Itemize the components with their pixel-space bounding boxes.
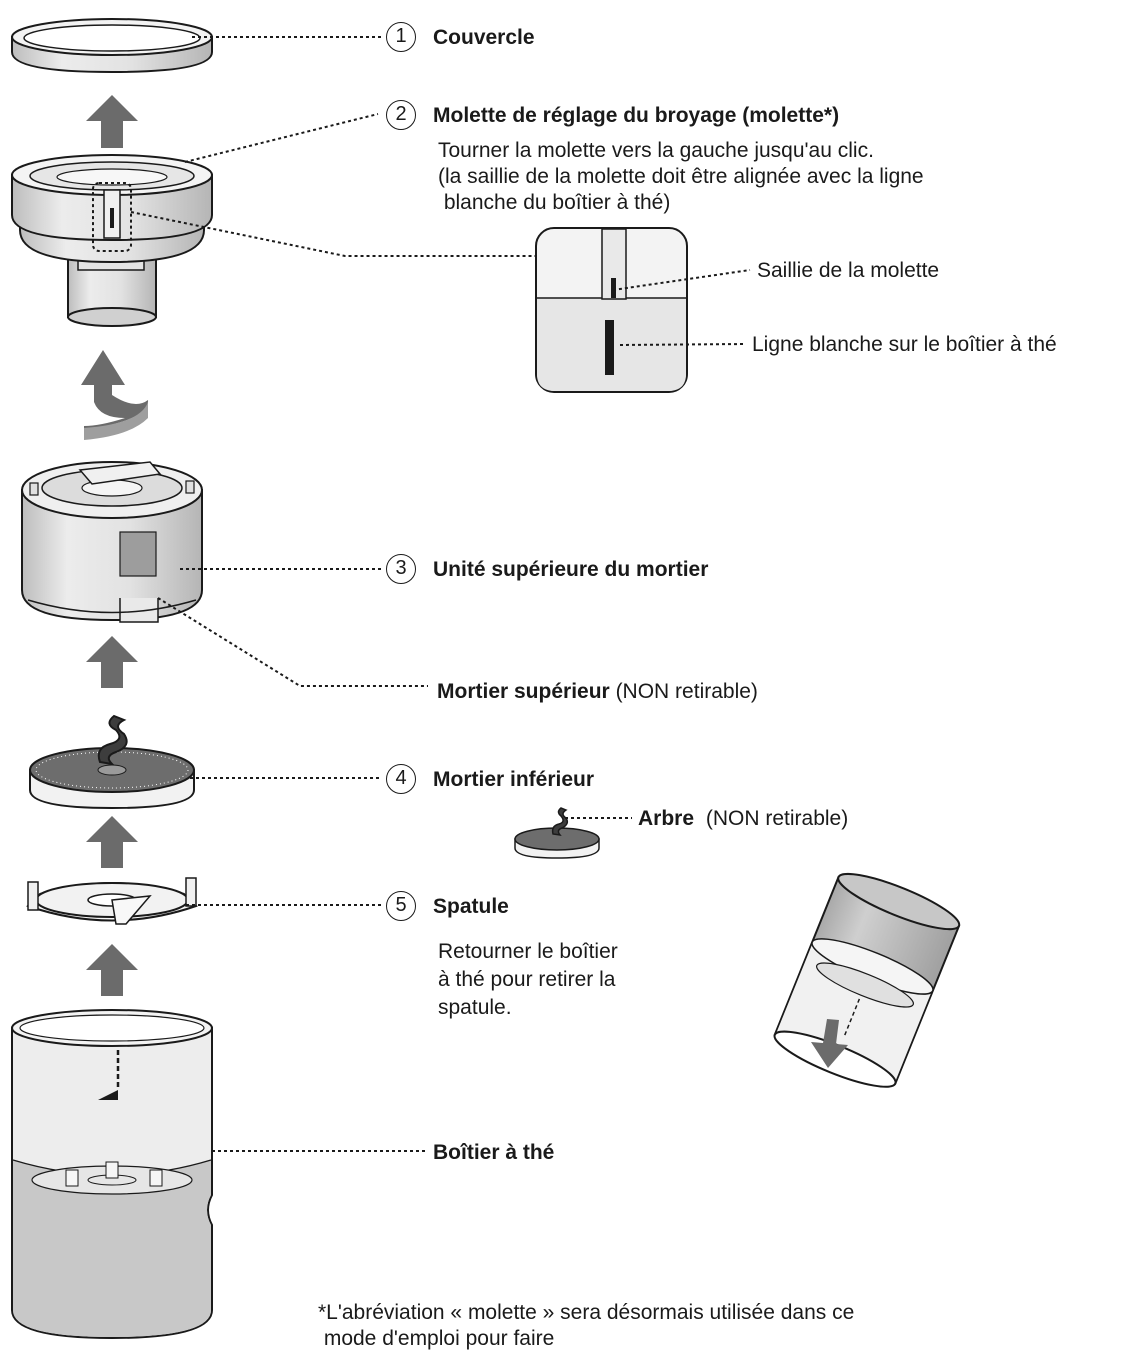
lid-illustration <box>11 18 213 74</box>
footnote-line: *L'abréviation « molette » sera désormai… <box>318 1301 855 1324</box>
callout-shaft: Arbre (NON retirable) <box>638 806 848 832</box>
lower-mortar-small-illustration <box>514 807 600 859</box>
callout-upper-mortar-note: (NON retirable) <box>615 680 758 703</box>
dial-note-line: (la saillie de la molette doit être alig… <box>438 165 924 188</box>
part-label-spatula: Spatule <box>433 895 509 918</box>
callout-tea-case: Boîtier à thé <box>433 1141 555 1164</box>
dial-alignment-inset <box>535 227 688 393</box>
callout-white-line: Ligne blanche sur le boîtier à thé <box>752 333 1057 356</box>
part-number-badge: 2 <box>386 100 416 130</box>
lower-mortar-illustration <box>29 714 195 810</box>
spatula-note-line: spatule. <box>438 996 512 1019</box>
spatula-illustration <box>26 877 198 925</box>
part-label-dial: Molette de réglage du broyage (molette*) <box>433 104 840 127</box>
callout-upper-mortar-name: Mortier supérieur <box>437 680 610 703</box>
part-label-upper-mortar-unit: Unité supérieure du mortier <box>433 558 709 581</box>
callout-shaft-name: Arbre <box>638 807 695 830</box>
down-arrow-icon <box>811 1019 848 1068</box>
dial-note-line: blanche du boîtier à thé) <box>438 191 671 214</box>
leader-lines <box>130 36 751 1152</box>
rotate-arrow-icon <box>81 350 149 440</box>
up-arrow-icon <box>86 816 138 868</box>
up-arrow-icon <box>86 944 138 996</box>
callout-shaft-note: (NON retirable) <box>705 807 849 830</box>
part-number-badge: 5 <box>386 891 416 921</box>
part-label-lower-mortar: Mortier inférieur <box>433 768 595 791</box>
spatula-note-line: Retourner le boîtier <box>438 940 618 963</box>
part-number-badge: 3 <box>386 554 416 584</box>
part-number-badge: 4 <box>386 764 416 794</box>
tilted-tea-case-illustration <box>773 872 961 1088</box>
callout-dial-protrusion: Saillie de la molette <box>757 259 940 282</box>
up-arrow-icon <box>86 636 138 688</box>
dial-illustration <box>11 154 213 327</box>
spatula-note-line: à thé pour retirer la <box>438 968 616 991</box>
up-arrow-icon <box>86 95 138 148</box>
tea-case-illustration <box>11 1009 213 1340</box>
part-number-badge: 1 <box>386 22 416 52</box>
callout-upper-mortar: Mortier supérieur (NON retirable) <box>437 679 758 705</box>
part-label-lid: Couvercle <box>433 26 535 49</box>
upper-mortar-unit-illustration <box>21 461 203 623</box>
footnote-line: mode d'emploi pour faire <box>318 1327 555 1350</box>
dial-note-line: Tourner la molette vers la gauche jusqu'… <box>438 139 874 162</box>
